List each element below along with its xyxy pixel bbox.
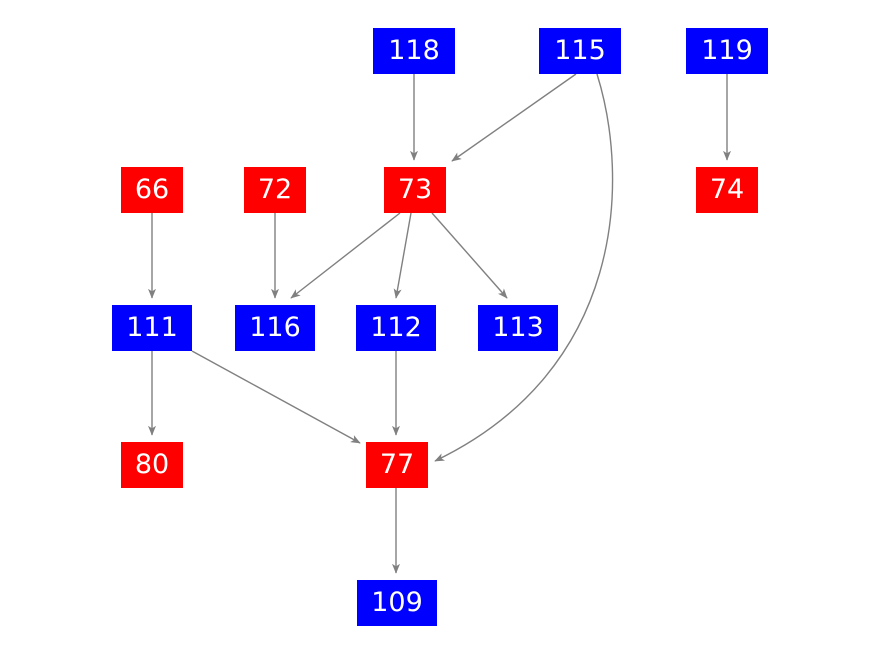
node-label-118: 118	[388, 34, 440, 66]
graph-node-116[interactable]: 116	[235, 305, 315, 351]
edge-115-to-77	[434, 73, 614, 462]
edge-73-to-113	[431, 212, 508, 299]
edge-111-to-77	[191, 350, 361, 444]
node-label-80: 80	[134, 448, 170, 480]
node-label-115: 115	[554, 34, 606, 66]
node-label-116: 116	[249, 311, 301, 343]
graph-node-77[interactable]: 77	[366, 442, 428, 488]
graph-node-109[interactable]: 109	[357, 580, 437, 626]
graph-node-112[interactable]: 112	[356, 305, 436, 351]
graph-node-72[interactable]: 72	[244, 167, 306, 213]
graph-node-74[interactable]: 74	[696, 167, 758, 213]
node-label-119: 119	[701, 34, 753, 66]
graph-node-80[interactable]: 80	[121, 442, 183, 488]
node-label-113: 113	[492, 311, 544, 343]
node-label-112: 112	[370, 311, 422, 343]
graph-node-111[interactable]: 111	[112, 305, 192, 351]
node-label-109: 109	[371, 586, 423, 618]
graph-node-115[interactable]: 115	[539, 28, 621, 74]
node-label-72: 72	[257, 173, 293, 205]
graph-node-118[interactable]: 118	[373, 28, 455, 74]
edge-115-to-73	[451, 73, 577, 162]
node-label-74: 74	[709, 173, 745, 205]
graph-node-66[interactable]: 66	[121, 167, 183, 213]
node-label-73: 73	[397, 173, 433, 205]
graph-node-73[interactable]: 73	[384, 167, 446, 213]
node-label-111: 111	[126, 311, 178, 343]
edge-73-to-116	[290, 212, 401, 299]
node-label-77: 77	[379, 448, 415, 480]
graph-node-113[interactable]: 113	[478, 305, 558, 351]
node-label-66: 66	[134, 173, 170, 205]
edge-73-to-112	[393, 212, 412, 299]
graph-node-119[interactable]: 119	[686, 28, 768, 74]
